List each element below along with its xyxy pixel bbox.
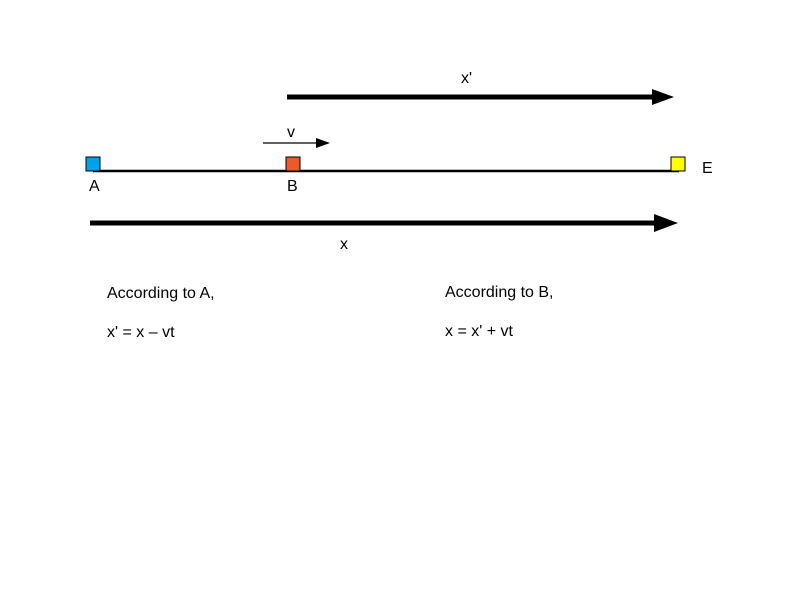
note-b-heading: According to B, [445, 284, 554, 301]
note-a-equation: x' = x – vt [107, 324, 175, 341]
point-e-label: E [702, 160, 713, 177]
point-b-label: B [287, 178, 298, 195]
x-label: x [340, 236, 348, 253]
note-a-heading: According to A, [107, 285, 215, 302]
point-a-label: A [89, 178, 100, 195]
point-b-marker [285, 156, 301, 172]
note-b-equation: x = x' + vt [445, 323, 513, 340]
velocity-label: v [287, 124, 295, 141]
x-prime-axis-arrow [287, 89, 674, 105]
point-e-marker [670, 156, 686, 172]
x-axis-arrow [90, 214, 678, 232]
point-a-marker [85, 156, 101, 172]
velocity-arrow [263, 138, 330, 148]
x-prime-label: x' [461, 70, 472, 87]
